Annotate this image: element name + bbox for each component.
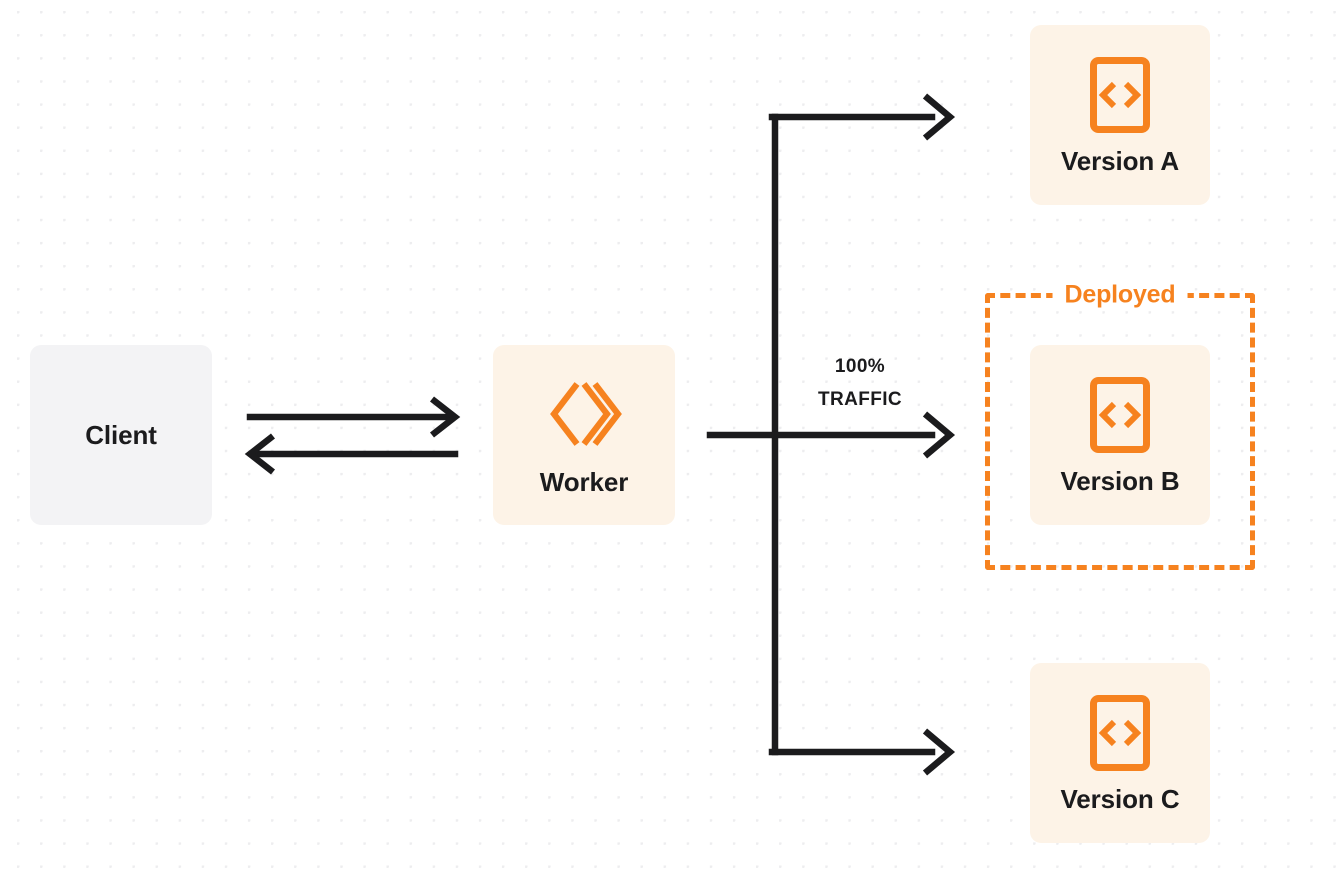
arrow-worker-to-client [244,433,459,475]
arrow-worker-to-version-c [768,728,956,776]
cloudflare-workers-logo-icon [545,375,623,453]
group-deployed: Deployed [985,282,1255,570]
traffic-annotation: 100% TRAFFIC [790,350,930,417]
node-version-b-label: Version B [1060,466,1180,496]
node-version-a[interactable]: Version A [1030,25,1210,205]
node-client-label: Client [85,420,157,450]
node-worker-label: Worker [539,467,629,497]
traffic-percent: 100% [834,356,886,377]
node-version-b[interactable]: Version B [1030,345,1210,525]
group-deployed-label: Deployed [1052,282,1188,308]
arrow-worker-to-version-a [768,93,956,141]
arrow-client-to-worker [246,396,461,438]
code-document-icon [1089,376,1151,454]
node-version-c[interactable]: Version C [1030,663,1210,843]
arrow-worker-to-version-b [706,411,956,459]
code-document-icon [1089,694,1151,772]
node-worker[interactable]: Worker [493,345,675,525]
code-document-icon [1089,56,1151,134]
node-version-a-label: Version A [1060,146,1180,176]
node-version-c-label: Version C [1060,784,1180,814]
traffic-unit: TRAFFIC [817,389,903,411]
node-client[interactable]: Client [30,345,212,525]
